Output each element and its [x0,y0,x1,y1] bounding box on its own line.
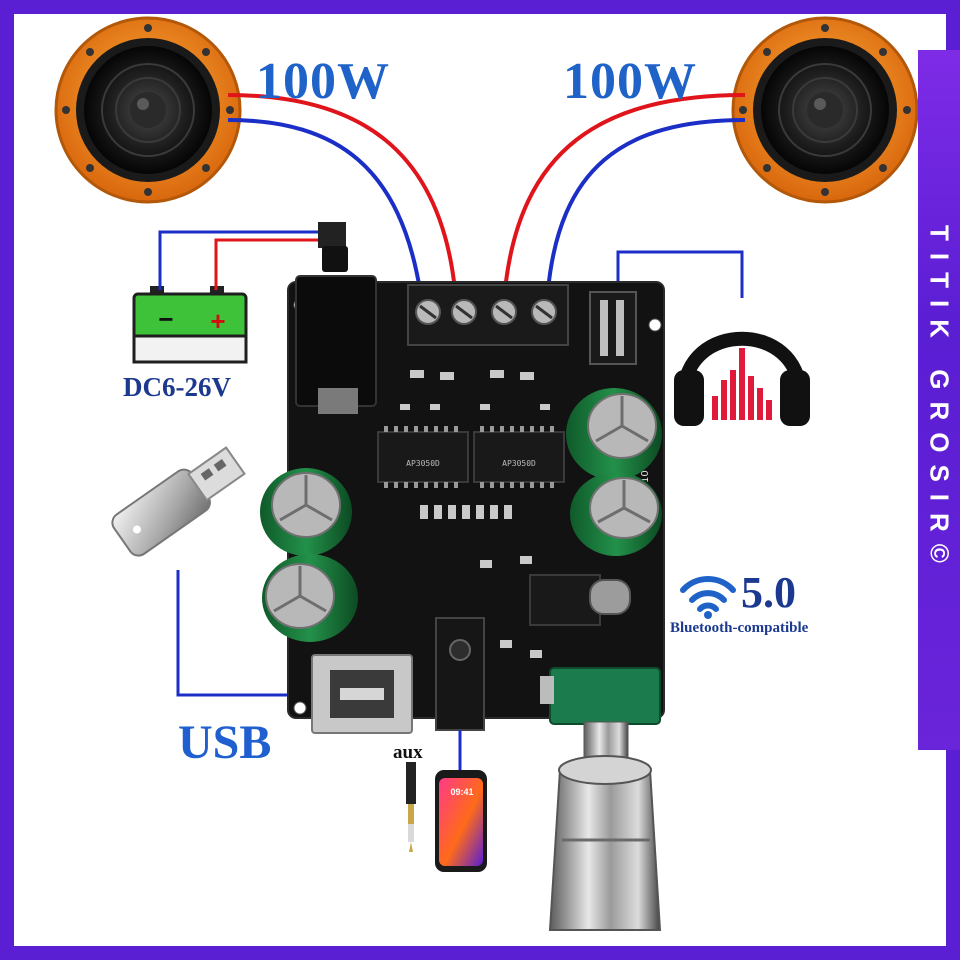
chip-marking-right: AP3050D [502,459,536,468]
volume-knob-icon [548,721,662,931]
headphone-wire [616,250,744,298]
speaker-right-icon [731,16,919,204]
svg-text:−: − [158,304,173,334]
power-input-label: DC6-26V [123,372,231,402]
left-speaker-power-label: 100W [256,53,390,110]
watermark-bar: TITIK GROSIR© [918,50,960,750]
capacitor [262,554,358,642]
watermark-text: TITIK GROSIR© [924,225,955,575]
speaker-left-icon [54,16,242,204]
phone-clock: 09:41 [450,787,474,797]
svg-text:+: + [210,306,225,336]
bluetooth-compatible-label: Bluetooth-compatible [670,620,809,636]
aux-jack-icon [406,762,416,852]
capacitor [566,388,662,480]
right-speaker-power-label: 100W [563,53,697,110]
board-marking: C10 [640,470,651,490]
bluetooth-wifi-icon [680,576,736,619]
chip-marking-left: AP3050D [406,459,440,468]
usb-wire [176,570,312,697]
phone-icon [435,770,487,872]
battery-icon: − + [132,286,248,364]
amplifier-board: AP3050D AP3050D C10 [260,275,665,734]
capacitor [260,468,352,556]
usb-stick-icon [111,446,246,557]
dc-plug-icon [318,222,348,272]
power-wires [158,230,318,290]
usb-label: USB [178,716,272,769]
speaker-wires [227,93,746,291]
aux-label: aux [393,742,423,763]
headphones-icon [674,331,810,426]
bluetooth-version-label: 5.0 [741,568,796,617]
capacitor [570,472,662,556]
